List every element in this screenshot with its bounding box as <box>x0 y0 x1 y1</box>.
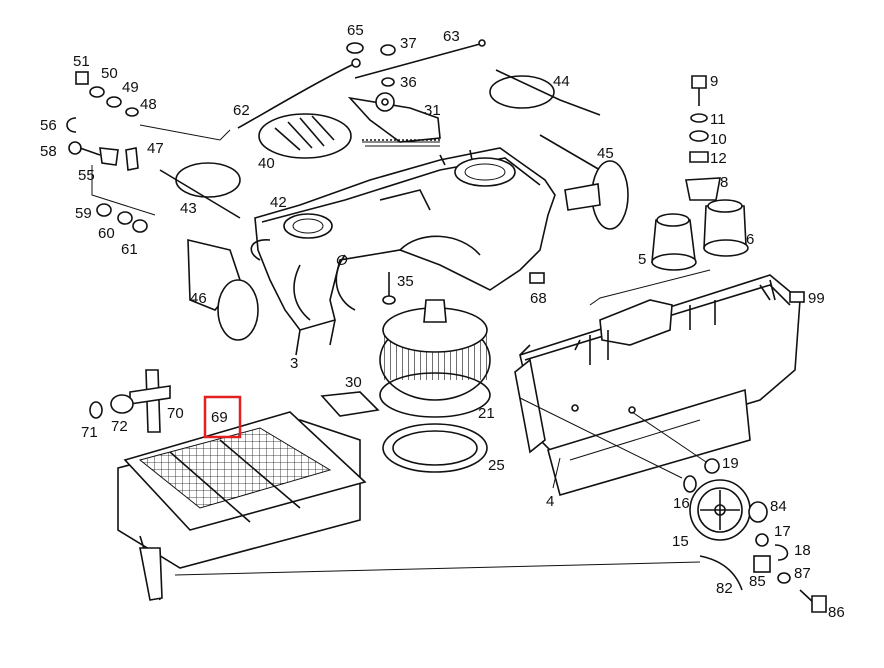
callout-85: 85 <box>749 573 766 590</box>
seal-ring <box>382 423 488 473</box>
callout-25: 25 <box>488 457 505 474</box>
callout-31: 31 <box>424 102 441 119</box>
callout-44: 44 <box>553 73 570 90</box>
flap-43 <box>159 162 241 219</box>
connectors <box>529 272 805 303</box>
highlight-box <box>203 395 242 439</box>
callout-12: 12 <box>710 150 727 167</box>
hardware-top <box>66 42 396 233</box>
callout-labels: 65 37 63 36 51 50 49 48 62 31 44 9 56 11… <box>40 22 845 621</box>
callout-84: 84 <box>770 498 787 515</box>
callout-4: 4 <box>546 493 554 510</box>
hardware-lower <box>519 339 827 613</box>
air-grille <box>258 113 352 159</box>
water-valve <box>89 369 171 433</box>
callout-36: 36 <box>400 74 417 91</box>
control-rods <box>237 39 486 129</box>
callout-45: 45 <box>597 145 614 162</box>
callout-47: 47 <box>147 140 164 157</box>
callout-58: 58 <box>40 143 57 160</box>
gear-15 <box>689 479 751 541</box>
callout-62: 62 <box>233 102 250 119</box>
heater-housing: O <box>250 147 556 356</box>
callout-70: 70 <box>167 405 184 422</box>
callout-56: 56 <box>40 117 57 134</box>
callout-72: 72 <box>111 418 128 435</box>
callout-6: 6 <box>746 231 754 248</box>
callout-87: 87 <box>794 565 811 582</box>
callout-71: 71 <box>81 424 98 441</box>
flap-46 <box>187 238 259 341</box>
svg-text:O: O <box>336 252 348 269</box>
callout-48: 48 <box>140 96 157 113</box>
callout-3: 3 <box>290 355 298 372</box>
blower-motor <box>379 299 491 418</box>
callout-37: 37 <box>400 35 417 52</box>
callout-49: 49 <box>122 79 139 96</box>
flap-44 <box>489 69 601 116</box>
callout-42: 42 <box>270 194 287 211</box>
callout-51: 51 <box>73 53 90 70</box>
callout-21: 21 <box>478 405 495 422</box>
callout-86: 86 <box>828 604 845 621</box>
callout-35: 35 <box>397 273 414 290</box>
callout-99: 99 <box>808 290 825 307</box>
callout-8: 8 <box>720 174 728 191</box>
callout-50: 50 <box>101 65 118 82</box>
bracket-30 <box>320 391 380 417</box>
distribution-housing <box>514 274 801 496</box>
callout-46: 46 <box>190 290 207 307</box>
hardware-right <box>685 75 721 201</box>
leader-lines <box>174 269 711 576</box>
caps <box>651 199 749 271</box>
callout-63: 63 <box>443 28 460 45</box>
flap-lever <box>347 92 441 147</box>
callout-65: 65 <box>347 22 364 39</box>
callout-16: 16 <box>673 495 690 512</box>
screw-35 <box>382 272 396 305</box>
callout-30: 30 <box>345 374 362 391</box>
callout-5: 5 <box>638 251 646 268</box>
callout-17: 17 <box>774 523 791 540</box>
callout-10: 10 <box>710 131 727 148</box>
callout-68: 68 <box>530 290 547 307</box>
callout-40: 40 <box>258 155 275 172</box>
heater-core <box>117 411 367 601</box>
callout-55: 55 <box>78 167 95 184</box>
callout-9: 9 <box>710 73 718 90</box>
callout-61: 61 <box>121 241 138 258</box>
callout-18: 18 <box>794 542 811 559</box>
flap-45 <box>539 134 629 230</box>
callout-19: 19 <box>722 455 739 472</box>
callout-59: 59 <box>75 205 92 222</box>
callout-82: 82 <box>716 580 733 597</box>
callout-60: 60 <box>98 225 115 242</box>
callout-43: 43 <box>180 200 197 217</box>
callout-11: 11 <box>710 111 726 128</box>
callout-69: 69 <box>211 409 228 426</box>
callout-15: 15 <box>672 533 689 550</box>
